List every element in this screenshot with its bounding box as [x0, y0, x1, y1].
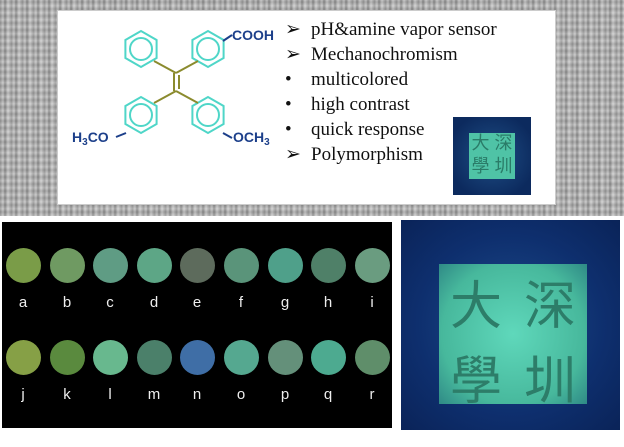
sample-label: r: [369, 386, 375, 403]
sample-dot-o: [223, 340, 259, 375]
benzene-ring: [124, 95, 158, 135]
bullet-icon: •: [285, 119, 292, 140]
molecule-structure: COOH H3CO OCH3: [72, 27, 274, 148]
bullet-icon: •: [285, 94, 292, 115]
sample-dot-j: [5, 340, 41, 375]
stamp-thumbnail-photo: 大深學圳: [453, 117, 531, 195]
feature-text: multicolored: [311, 69, 409, 90]
stamp-character: 深: [523, 277, 576, 337]
sample-label: p: [280, 386, 290, 403]
sample-label: m: [147, 386, 161, 403]
sample-dot-g: [267, 248, 303, 283]
benzene-ring: [191, 95, 225, 135]
aromatic-circle: [129, 37, 153, 61]
feature-text: Mechanochromism: [311, 44, 458, 65]
sample-label: h: [323, 294, 333, 311]
sample-label: a: [18, 294, 28, 311]
bullet-icon: ➢: [285, 144, 301, 165]
stamp-character: 大: [449, 277, 502, 337]
sample-label: o: [236, 386, 246, 403]
bullet-icon: ➢: [285, 19, 301, 40]
sample-dot-r: [354, 340, 390, 375]
sample-dot-a: [5, 248, 41, 283]
sample-dot-i: [354, 248, 390, 283]
bullet-icon: •: [285, 69, 292, 90]
stamp-photo: 大深學圳: [401, 220, 620, 430]
sample-dot-f: [223, 248, 259, 283]
aromatic-circle: [129, 103, 153, 127]
sample-dot-c: [92, 248, 128, 283]
stamp-character: 圳: [523, 352, 576, 412]
sample-label: d: [149, 294, 159, 311]
sample-dot-b: [49, 248, 85, 283]
sample-label: e: [192, 294, 202, 311]
sample-label: j: [21, 386, 25, 403]
sample-dot-m: [136, 340, 172, 375]
benzene-ring: [124, 29, 158, 69]
sample-label: f: [238, 294, 244, 311]
sample-dot-h: [310, 248, 346, 283]
feature-text: quick response: [311, 119, 425, 140]
stamp-character: 圳: [494, 156, 513, 177]
aromatic-circle: [196, 103, 220, 127]
stamp-character: 學: [471, 156, 490, 177]
sample-label: g: [280, 294, 290, 311]
feature-item: • multicolored: [285, 67, 497, 92]
stamp-character: 深: [494, 133, 513, 154]
bond: [153, 60, 177, 74]
sample-dot-k: [49, 340, 85, 375]
bond: [175, 90, 199, 104]
sample-color-panel: a b c d e f g h i j k l m n o p q r: [2, 222, 392, 428]
stamp-character: 學: [449, 352, 502, 412]
sample-dot-q: [310, 340, 346, 375]
bullet-icon: ➢: [285, 44, 301, 65]
sample-label: q: [323, 386, 333, 403]
methoxy-right-label: OCH3: [233, 129, 270, 148]
abstract-card: COOH H3CO OCH3 ➢ pH&amine vapor sensor ➢ Me…: [57, 10, 556, 205]
sample-dot-l: [92, 340, 128, 375]
stamp-character: 大: [471, 133, 490, 154]
feature-item: ➢ Polymorphism: [285, 142, 497, 167]
sample-dot-n: [179, 340, 215, 375]
sample-label: k: [63, 386, 71, 403]
aromatic-circle: [196, 37, 220, 61]
sample-dot-d: [136, 248, 172, 283]
fluorescent-stamp: 大深學圳: [439, 264, 587, 412]
bond: [175, 60, 199, 74]
sample-label: c: [106, 294, 114, 311]
sample-label: b: [62, 294, 72, 311]
feature-item: ➢ Mechanochromism: [285, 42, 497, 67]
feature-item: • quick response: [285, 117, 497, 142]
bond: [153, 90, 177, 104]
feature-item: ➢ pH&amine vapor sensor: [285, 17, 497, 42]
sample-label: l: [108, 386, 112, 403]
sample-label: i: [370, 294, 374, 311]
sample-dot-e: [179, 248, 215, 283]
sample-dot-p: [267, 340, 303, 375]
feature-list: ➢ pH&amine vapor sensor ➢ Mechanochromism • m…: [285, 17, 497, 167]
feature-text: Polymorphism: [311, 144, 423, 165]
feature-text: high contrast: [311, 94, 410, 115]
feature-text: pH&amine vapor sensor: [311, 19, 497, 40]
feature-item: • high contrast: [285, 92, 497, 117]
cooh-label: COOH: [232, 27, 274, 43]
sample-label: n: [192, 386, 202, 403]
methoxy-left-label: H3CO: [72, 129, 109, 148]
